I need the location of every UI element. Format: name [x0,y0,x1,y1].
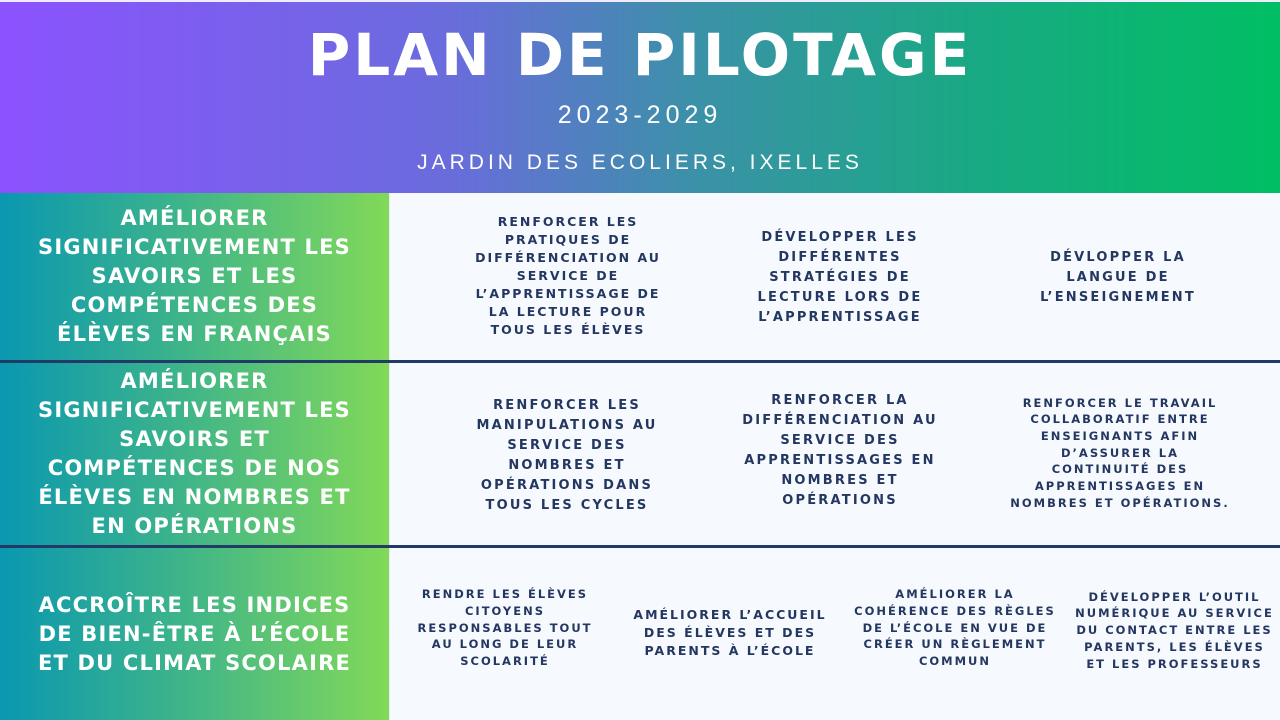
school-name: JARDIN DES ECOLIERS, IXELLES [417,151,863,174]
page-title: PLAN DE PILOTAGE [307,21,973,89]
objective-row-math: AMÉLIORER SIGNIFICATIVEMENT LES SAVOIRS … [0,363,1280,545]
action-item: DÉVELOPPER LES DIFFÉRENTES STRATÉGIES DE… [757,230,923,325]
row-divider [0,360,1280,363]
action-item: AMÉLIORER L’ACCUEIL DES ÉLÈVES ET DES PA… [633,607,827,658]
action-item: RENFORCER LES PRATIQUES DE DIFFÉRENCIATI… [475,214,661,337]
action-item: AMÉLIORER LA COHÉRENCE DES RÈGLES DE L’É… [854,587,1056,669]
objective-french: AMÉLIORER SIGNIFICATIVEMENT LES SAVOIRS … [0,193,389,360]
objective-math: AMÉLIORER SIGNIFICATIVEMENT LES SAVOIRS … [0,363,389,545]
objective-wellbeing: ACCROÎTRE LES INDICES DE BIEN-ÊTRE À L’É… [0,548,389,720]
action-item: RENFORCER LES MANIPULATIONS AU SERVICE D… [476,397,658,513]
action-item: RENDRE LES ÉLÈVES CITOYENS RESPONSABLES … [417,587,593,669]
header-banner: PLAN DE PILOTAGE 2023-2029 JARDIN DES EC… [0,0,1280,193]
action-item: RENFORCER LE TRAVAIL COLLABORATIF ENTRE … [1010,395,1230,510]
actions-french: RENFORCER LES PRATIQUES DE DIFFÉRENCIATI… [389,193,1280,360]
actions-wellbeing: RENDRE LES ÉLÈVES CITOYENS RESPONSABLES … [389,548,1280,720]
action-item: DÉVLOPPER LA LANGUE DE L’ENSEIGNEMENT [1040,250,1196,305]
row-divider [0,545,1280,548]
action-item: DÉVELOPPER L’OUTIL NUMÉRIQUE AU SERVICE … [1075,589,1274,671]
objective-row-wellbeing: ACCROÎTRE LES INDICES DE BIEN-ÊTRE À L’É… [0,548,1280,720]
action-item: RENFORCER LA DIFFÉRENCIATION AU SERVICE … [742,392,938,508]
period-years: 2023-2029 [557,101,723,129]
objective-row-french: AMÉLIORER SIGNIFICATIVEMENT LES SAVOIRS … [0,193,1280,360]
actions-math: RENFORCER LES MANIPULATIONS AU SERVICE D… [389,363,1280,545]
